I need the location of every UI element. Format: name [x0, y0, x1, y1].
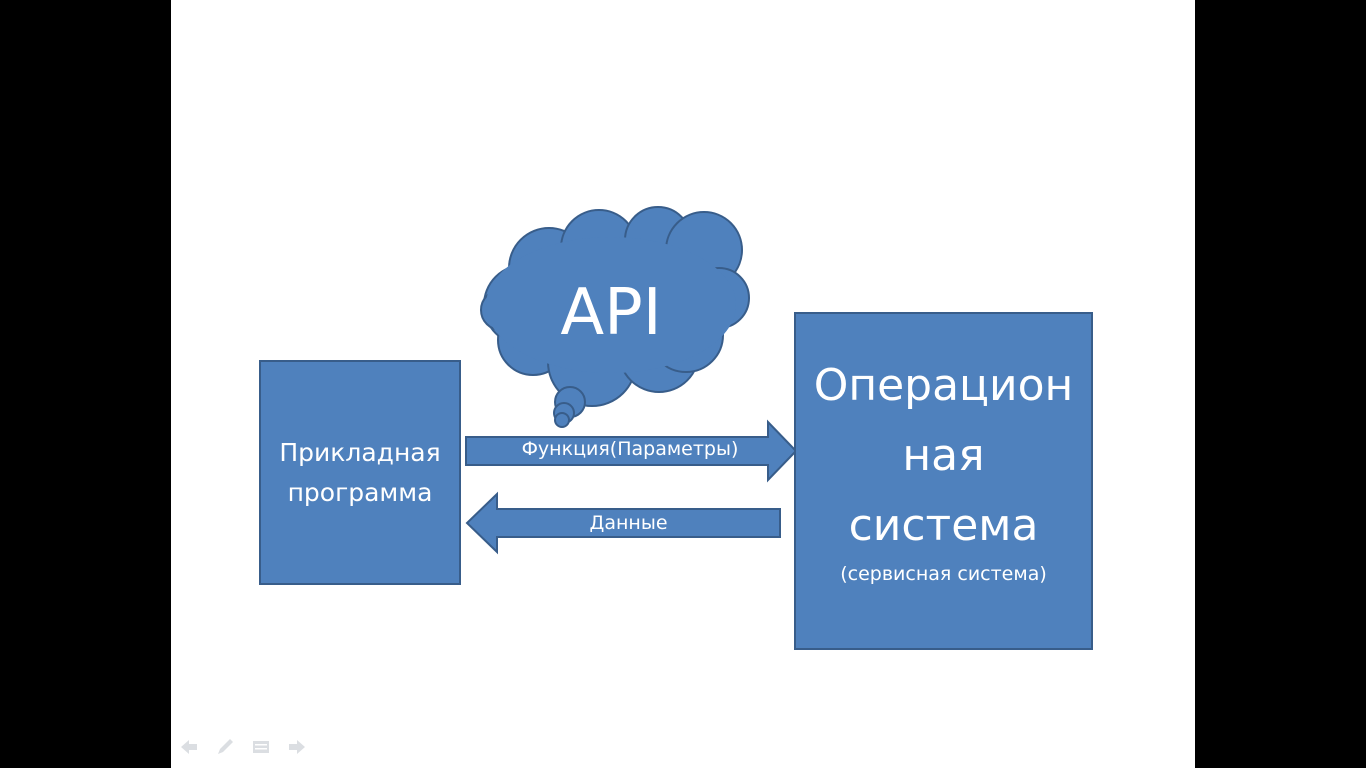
menu-icon[interactable]: [251, 737, 271, 757]
slide: API Прикладная программа Операцион ная с…: [171, 0, 1195, 768]
diagram-shapes: [465, 206, 798, 555]
api-label: API: [560, 276, 662, 350]
os-box: Операцион ная система (сервисная система…: [794, 312, 1093, 650]
thought-bubbles: [553, 386, 586, 428]
slideshow-controls: [179, 737, 307, 757]
arrow-return-shape: [465, 491, 781, 555]
back-arrow-icon[interactable]: [179, 737, 199, 757]
application-label-line2: программа: [287, 477, 433, 507]
application-label-line1: Прикладная: [279, 437, 441, 467]
os-subtitle: (сервисная система): [840, 563, 1047, 585]
pen-icon[interactable]: [215, 737, 235, 757]
os-label-line2: ная: [902, 430, 985, 481]
arrow-return-label: Данные: [589, 512, 668, 534]
api-cloud-core: [486, 237, 736, 373]
os-label-line1: Операцион: [813, 360, 1074, 411]
forward-arrow-icon[interactable]: [287, 737, 307, 757]
arrow-call-shape: [465, 419, 798, 483]
application-box: Прикладная программа: [259, 360, 461, 585]
os-label-line3: система: [848, 500, 1039, 551]
arrow-call-label: Функция(Параметры): [521, 438, 739, 460]
